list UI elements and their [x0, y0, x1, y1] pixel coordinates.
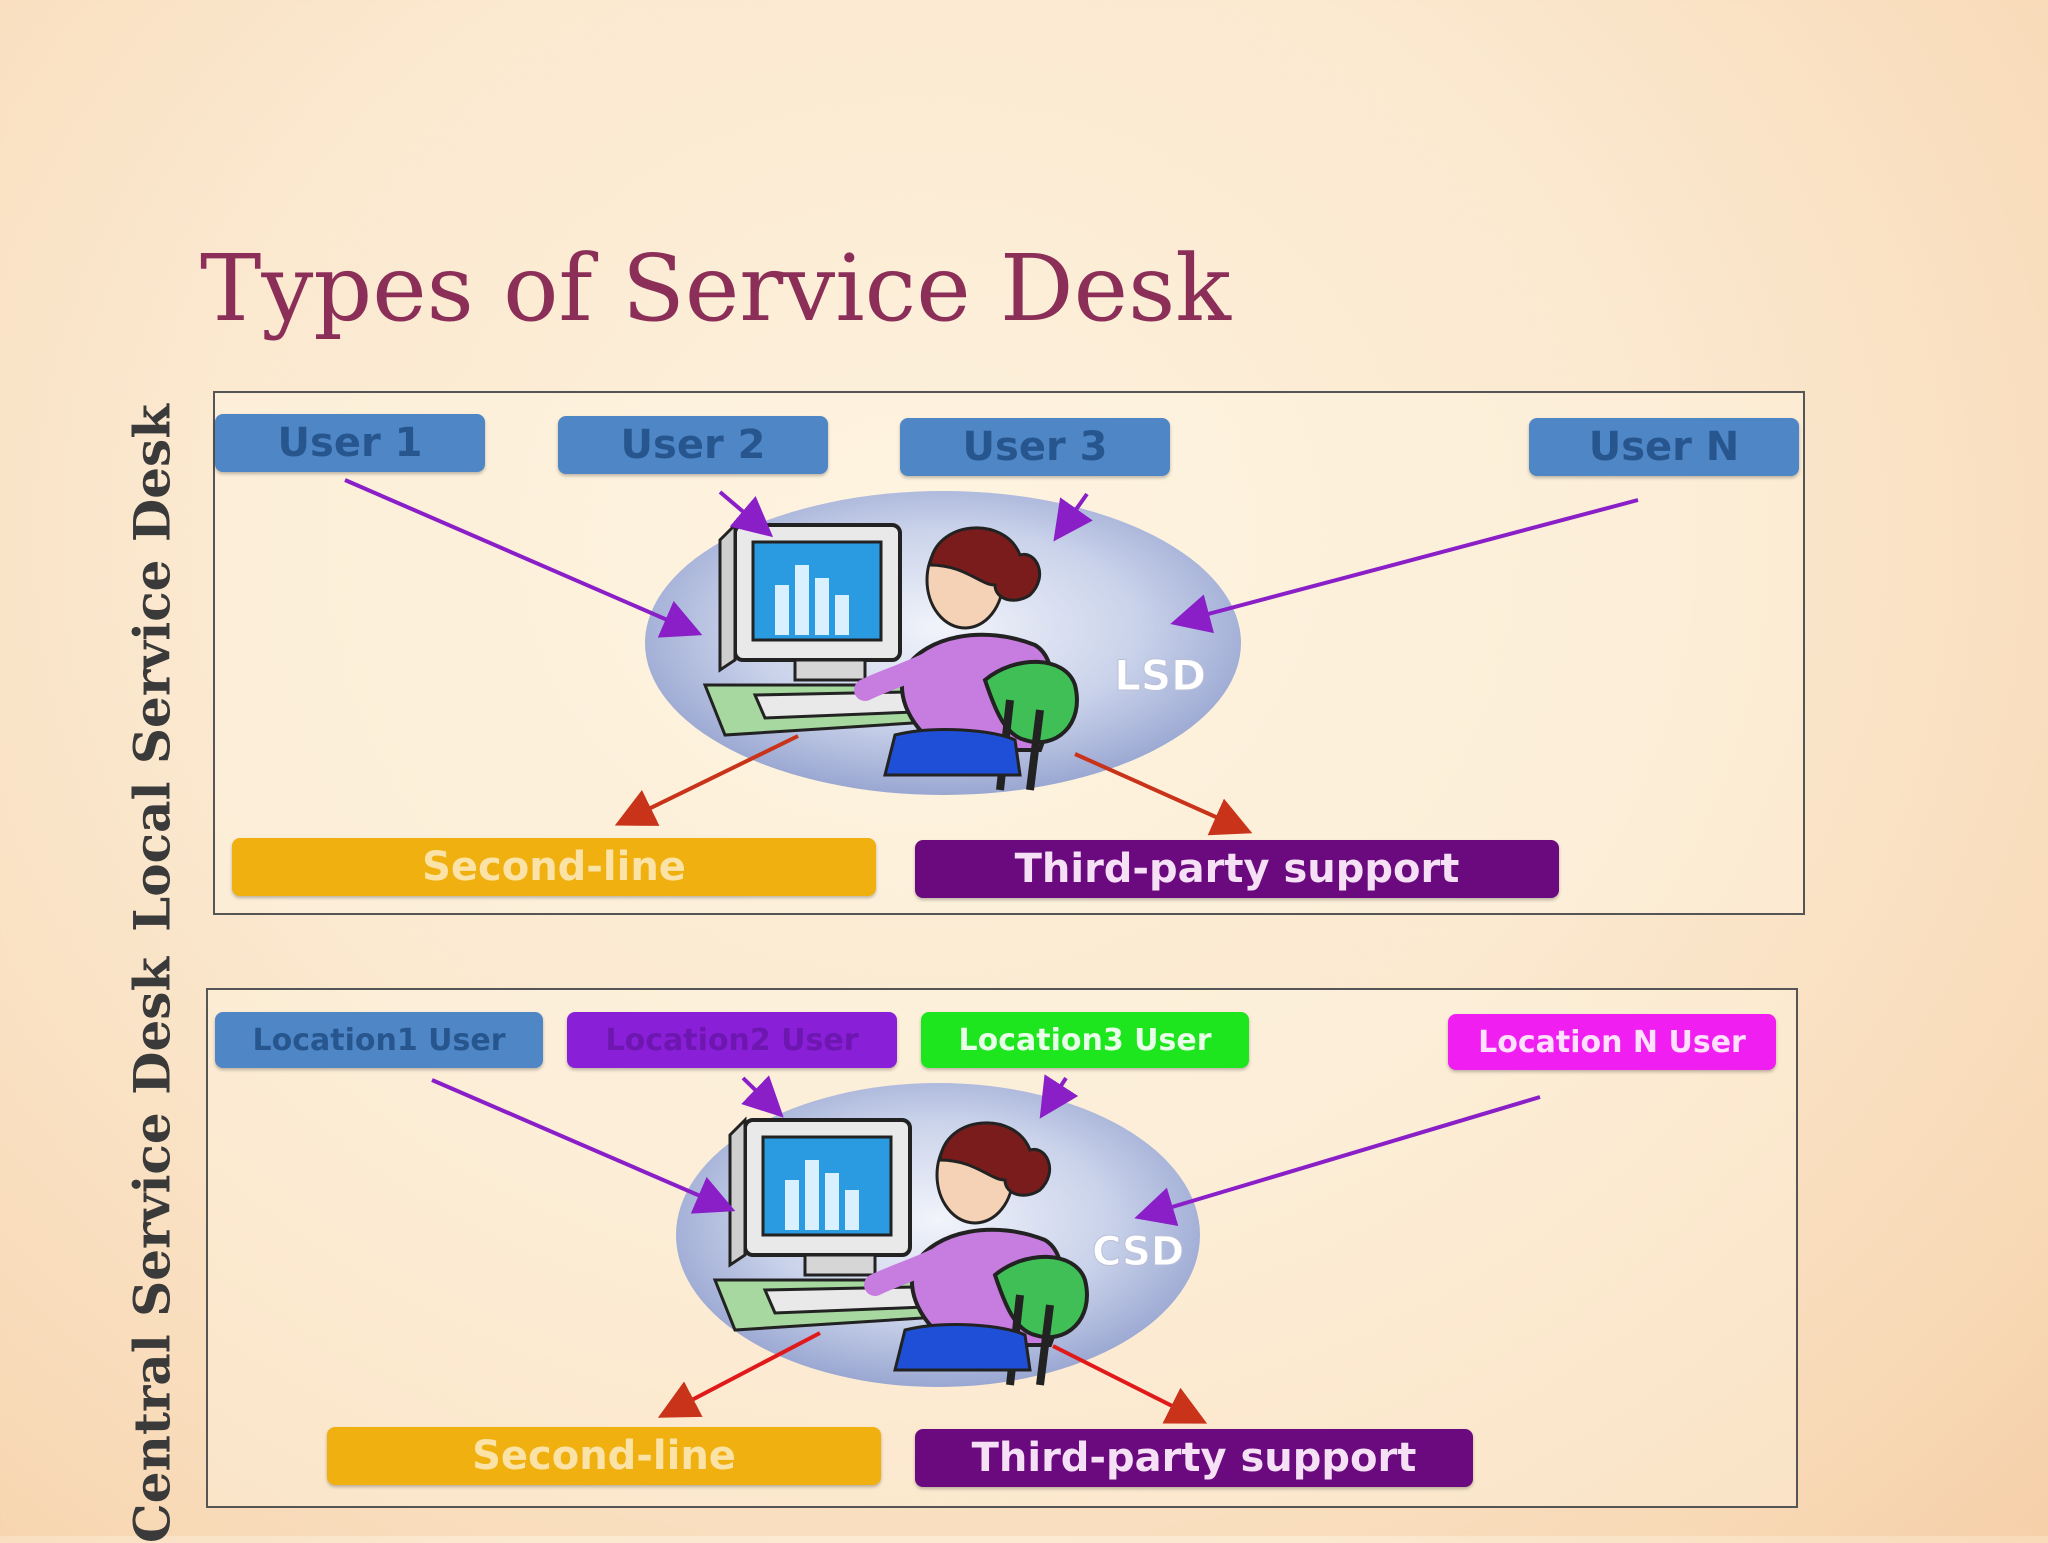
csd-label: CSD: [1092, 1229, 1184, 1275]
central-arrow-location3: [1039, 1074, 1079, 1119]
central-arrow-to-third-party: [1052, 1344, 1208, 1424]
central-second-line: Second-line: [327, 1427, 881, 1485]
central-arrow-location1: [431, 1078, 736, 1214]
local-user-2: User 2: [558, 416, 828, 474]
local-arrow-usern: [1170, 498, 1639, 634]
central-arrow-to-second-line: [657, 1331, 821, 1418]
local-user-3: User 3: [900, 418, 1170, 476]
local-arrow-user3: [1053, 492, 1093, 542]
local-user-n: User N: [1529, 418, 1799, 476]
central-arrow-location2: [741, 1075, 784, 1118]
local-second-line: Second-line: [232, 838, 876, 896]
central-user-location2: Location2 User: [567, 1012, 897, 1068]
central-user-location-n: Location N User: [1448, 1014, 1776, 1070]
local-arrow-to-second-line: [614, 734, 799, 826]
local-arrow-user2: [718, 490, 774, 538]
lsd-label: LSD: [1114, 651, 1206, 700]
central-arrow-location-n: [1134, 1095, 1541, 1226]
central-user-location1: Location1 User: [215, 1012, 543, 1068]
central-user-location3: Location3 User: [921, 1012, 1249, 1068]
local-user-1: User 1: [215, 414, 485, 472]
slide-title: Types of Service Desk: [200, 235, 1232, 342]
local-third-party-support: Third-party support: [915, 840, 1559, 898]
local-arrow-to-third-party: [1074, 752, 1253, 836]
central-third-party-support: Third-party support: [915, 1429, 1473, 1487]
local-arrow-user1: [344, 478, 703, 638]
